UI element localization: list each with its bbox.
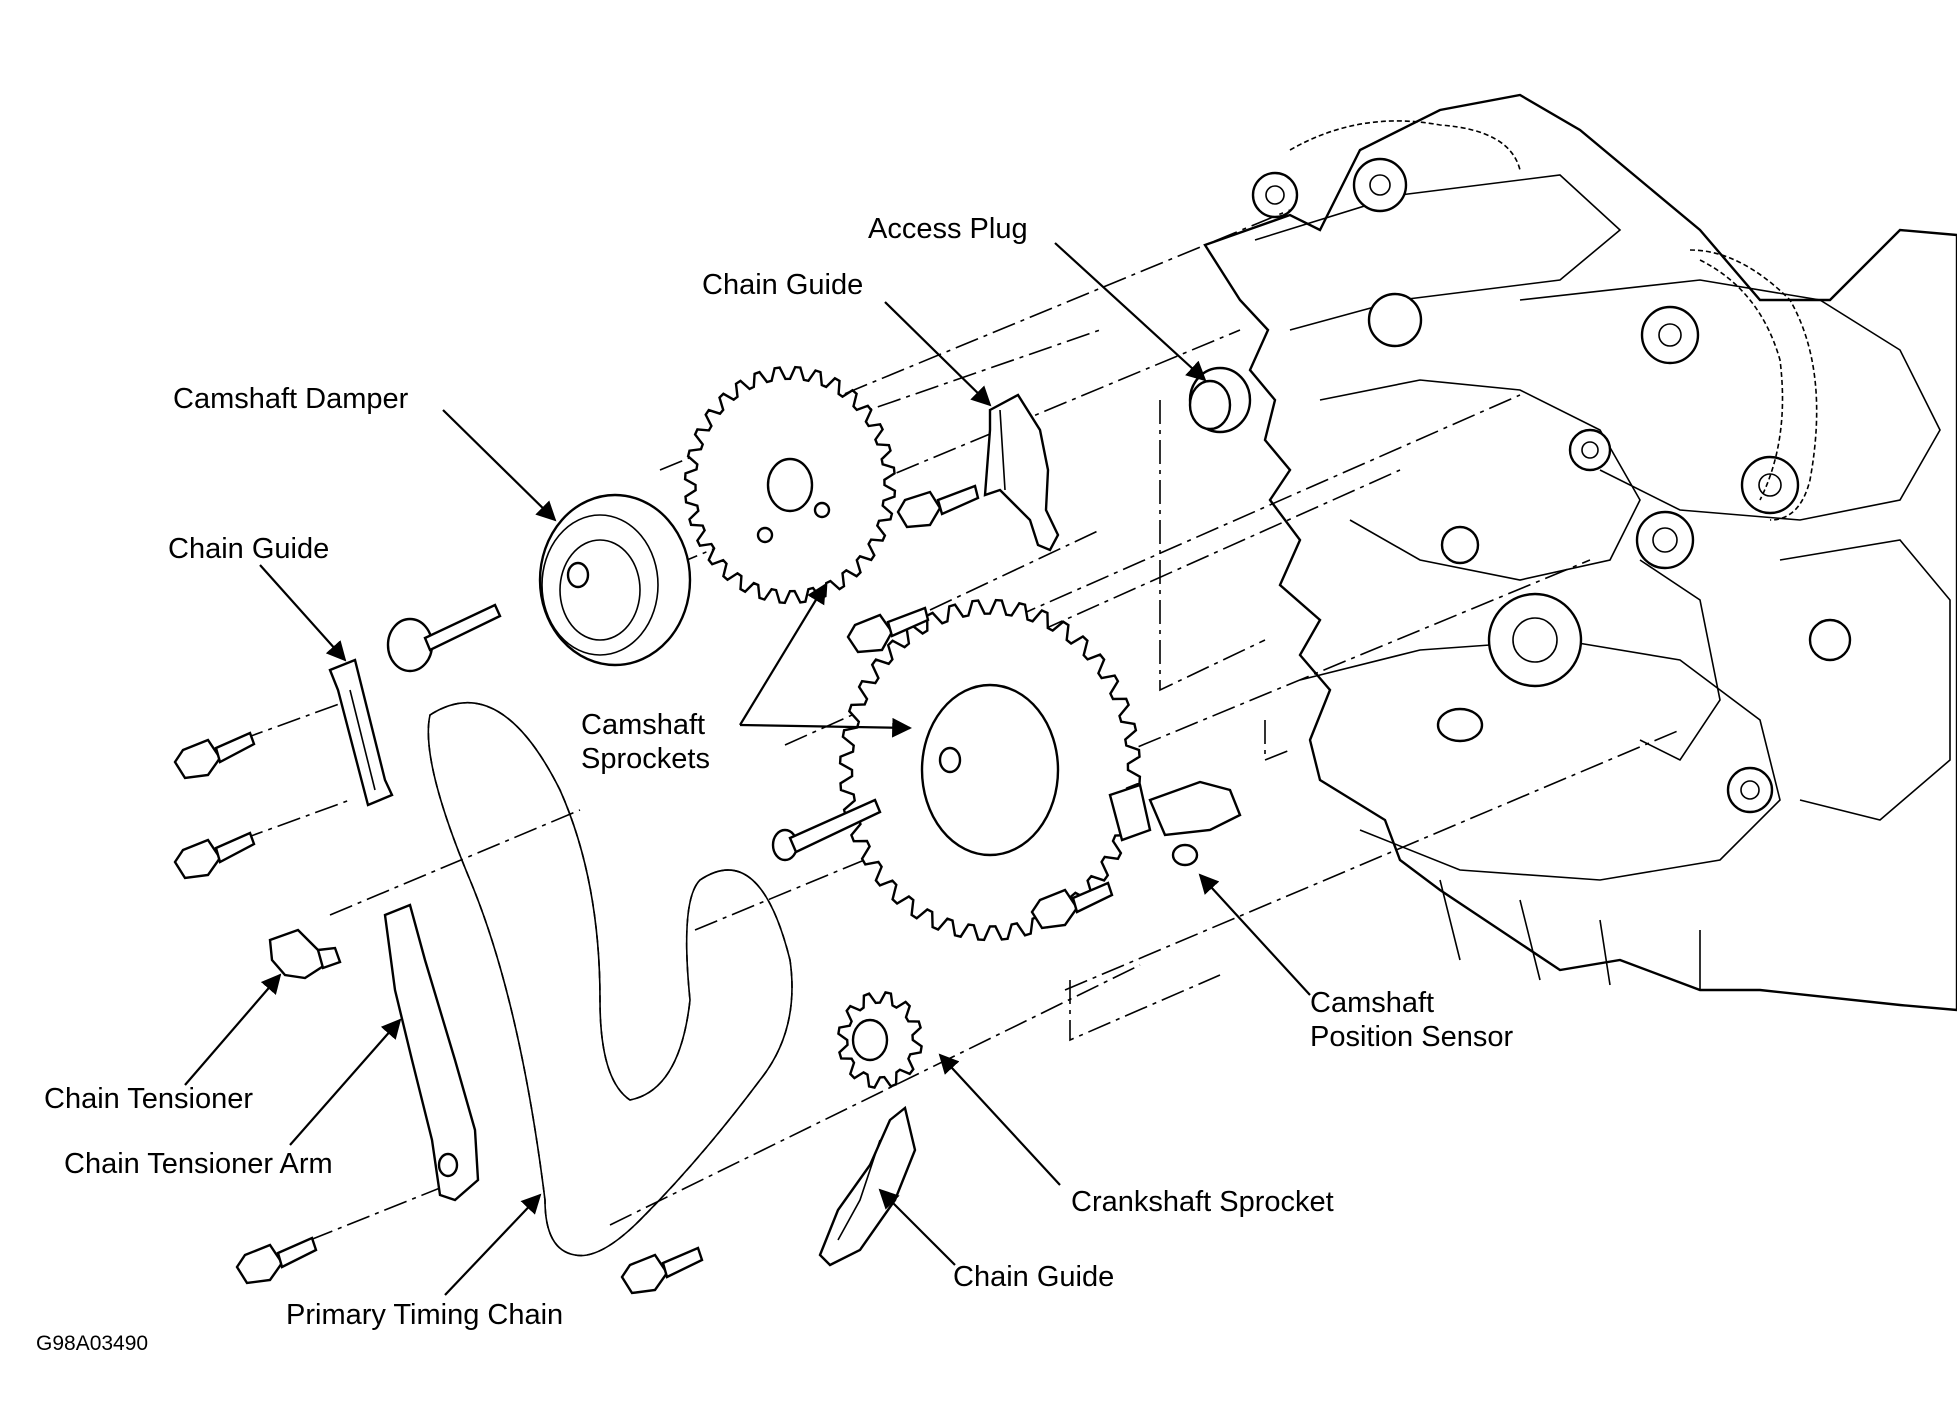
label-chain-tensioner: Chain Tensioner	[44, 1083, 254, 1115]
label-primary-timing-chain: Primary Timing Chain	[286, 1299, 564, 1331]
bolt-lower-chain-guide	[620, 1246, 704, 1295]
bolt-middle-upper	[846, 606, 930, 654]
primary-timing-chain-part	[427, 701, 793, 1257]
label-crankshaft-sprocket: Crankshaft Sprocket	[1071, 1186, 1334, 1218]
label-camshaft-position-sensor-line2: Position Sensor	[1310, 1021, 1514, 1053]
camshaft-damper-part	[538, 493, 692, 667]
label-chain-tensioner-arm: Chain Tensioner Arm	[64, 1148, 333, 1180]
bolt-position-sensor	[1030, 881, 1114, 930]
bolt-chain-guide-left-1	[173, 731, 256, 780]
crankshaft-sprocket-part	[837, 991, 923, 1089]
figure-code: G98A03490	[36, 1332, 149, 1355]
chain-guide-left-part	[328, 658, 394, 807]
access-plug-part	[1188, 366, 1252, 434]
label-camshaft-sprockets-line1: Camshaft	[581, 709, 706, 741]
leader-arrows	[184, 242, 1311, 1296]
bolt-camshaft-sprocket	[771, 798, 882, 862]
label-chain-guide-top: Chain Guide	[702, 269, 864, 301]
bolt-chain-guide-upper	[896, 484, 980, 529]
bolt-camshaft-damper	[386, 603, 502, 673]
label-chain-guide-bottom: Chain Guide	[953, 1261, 1115, 1293]
chain-tensioner-part	[268, 928, 342, 980]
bolt-tensioner-arm	[235, 1236, 318, 1285]
chain-guide-lower-part	[818, 1105, 917, 1267]
label-access-plug: Access Plug	[868, 213, 1028, 245]
label-camshaft-sprockets-line2: Sprockets	[581, 743, 710, 775]
engine-block	[1203, 93, 1957, 1012]
label-chain-guide-left: Chain Guide	[168, 533, 330, 565]
chain-guide-upper-part	[983, 393, 1060, 552]
label-camshaft-damper: Camshaft Damper	[173, 383, 409, 415]
chain-tensioner-arm-part	[383, 903, 480, 1202]
camshaft-sprocket-upper	[683, 365, 897, 605]
camshaft-position-sensor-part	[1108, 780, 1242, 867]
bolt-chain-guide-left-2	[173, 831, 256, 880]
label-camshaft-position-sensor-line1: Camshaft	[1310, 987, 1435, 1019]
camshaft-sprocket-lower	[838, 598, 1142, 942]
